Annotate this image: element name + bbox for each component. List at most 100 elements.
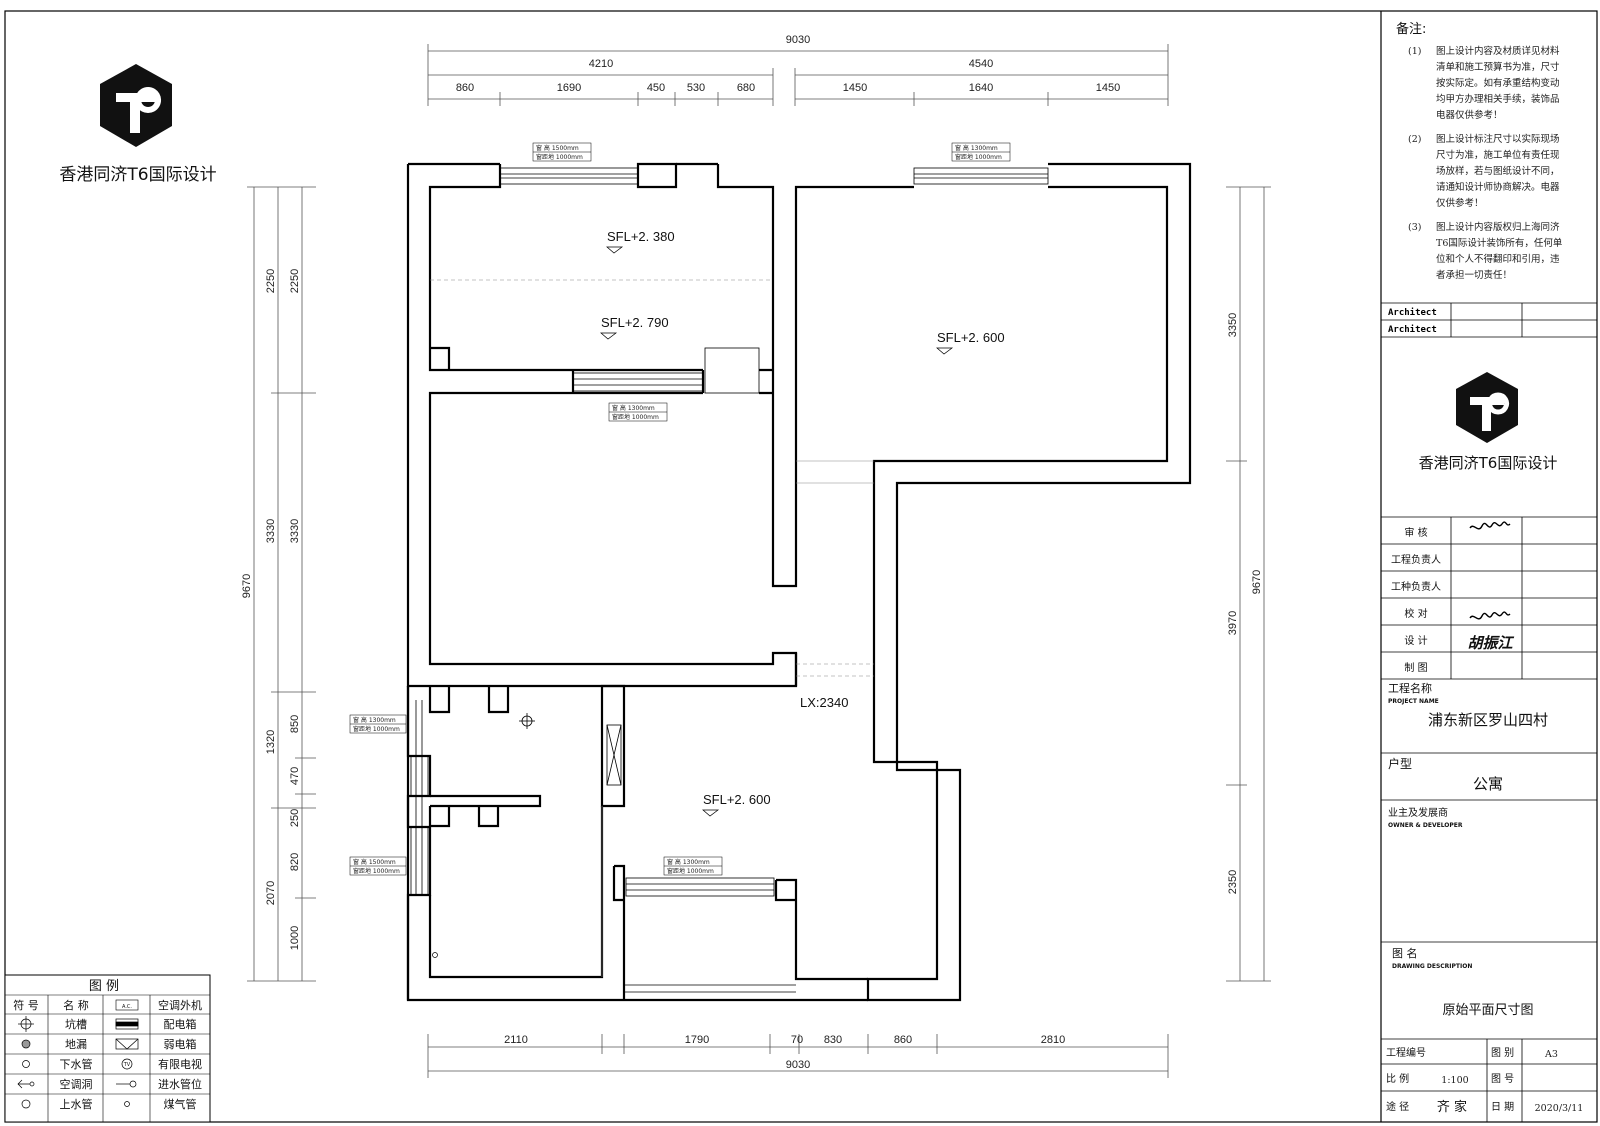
- notes-title: 备注:: [1396, 21, 1426, 37]
- water-inlet-icon: [116, 1080, 137, 1088]
- svg-text:T6国际设计装饰所有，任何单: T6国际设计装饰所有，任何单: [1436, 237, 1563, 249]
- window-tag: 窗 高 1300mm 窗距地 1000mm: [951, 142, 1011, 162]
- brand-logo-icon: [100, 64, 172, 147]
- signature-reviewer-icon: [1469, 521, 1511, 530]
- dim-left-a: 1320: [265, 730, 277, 754]
- dim-right-seg: 2350: [1227, 870, 1239, 894]
- dim-left-b: 820: [289, 853, 301, 871]
- drawing-label: 图 名: [1392, 946, 1418, 960]
- project-label-en: PROJECT NAME: [1388, 698, 1439, 705]
- distribution-box-icon: [115, 1018, 139, 1030]
- window-tag: 窗 高 1300mm 窗距地 1000mm: [663, 856, 723, 876]
- pit-icon: [18, 1016, 34, 1032]
- legend-item-name: 煤气管: [164, 1097, 197, 1111]
- svg-text:位和个人不得翻印和引用，违: 位和个人不得翻印和引用，违: [1436, 253, 1560, 265]
- note-item: (3) 图上设计内容版权归上海同济 T6国际设计装饰所有，任何单 位和个人不得翻…: [1408, 221, 1563, 281]
- legend-ac-label: 空调外机: [158, 998, 202, 1012]
- ac-hole-icon: [17, 1079, 35, 1089]
- svg-text:图上设计内容及材质详见材料: 图上设计内容及材质详见材料: [1436, 45, 1560, 57]
- svg-text:均甲方办理相关手续，装饰品: 均甲方办理相关手续，装饰品: [1436, 93, 1560, 105]
- architect-label: Architect: [1388, 307, 1437, 318]
- architect-label: Architect: [1388, 324, 1437, 335]
- dim-left-b: 3330: [289, 519, 301, 543]
- svg-text:窗 高 1500mm: 窗 高 1500mm: [353, 858, 396, 866]
- dim-bottom-seg: 830: [824, 1034, 842, 1046]
- dim-top-seg: 1450: [1096, 82, 1120, 94]
- legend-table: [4, 974, 211, 1123]
- left-dimension-lines: [247, 186, 316, 982]
- path-label: 途 径: [1386, 1100, 1409, 1113]
- gas-pipe-icon: [124, 1101, 130, 1107]
- window-tag: 窗 高 1500mm 窗距地 1000mm: [532, 142, 592, 162]
- level-label: SFL+2. 790: [601, 315, 669, 330]
- svg-text:窗 高 1500mm: 窗 高 1500mm: [536, 144, 579, 152]
- svg-text:按实际定。如有承重结构变动: 按实际定。如有承重结构变动: [1436, 77, 1560, 89]
- dim-left-b: 2250: [289, 269, 301, 293]
- type-label: 户型: [1388, 756, 1412, 771]
- svg-text:窗 高 1300mm: 窗 高 1300mm: [667, 858, 710, 866]
- dim-top-seg: 1690: [557, 82, 581, 94]
- window-tag: 窗 高 1300mm 窗距地 1000mm: [608, 402, 668, 422]
- role-label: 工程负责人: [1391, 553, 1441, 566]
- floor-drain-legend-icon: [21, 1039, 31, 1049]
- dim-top-right: 4540: [969, 58, 993, 70]
- brand-name: 香港同济T6国际设计: [59, 165, 216, 185]
- svg-text:窗距地 1000mm: 窗距地 1000mm: [612, 413, 659, 421]
- svg-text:窗距地 1000mm: 窗距地 1000mm: [353, 725, 400, 733]
- legend-item-name: 上水管: [60, 1097, 93, 1111]
- legend-item-name: 空调洞: [60, 1077, 93, 1091]
- dim-left-a: 2070: [265, 881, 277, 905]
- dim-bottom-seg: 2810: [1041, 1034, 1065, 1046]
- dim-left-b: 1000: [289, 926, 301, 950]
- tv-symbol-text: TV: [123, 1062, 131, 1068]
- dim-left-b: 470: [289, 767, 301, 785]
- svg-text:电器仅供参考！: 电器仅供参考！: [1436, 109, 1503, 121]
- project-no-label: 工程编号: [1386, 1046, 1426, 1059]
- floor-drain-icon: [519, 713, 535, 729]
- dim-top-seg: 680: [737, 82, 755, 94]
- path-value: 齐 家: [1437, 1099, 1467, 1115]
- window-tag: 窗 高 1300mm 窗距地 1000mm: [349, 714, 407, 734]
- dim-left-total: 9670: [241, 574, 253, 598]
- project-label: 工程名称: [1388, 681, 1432, 695]
- drain-pipe-icon: [22, 1060, 30, 1068]
- legend-col-symbol: 符 号: [13, 999, 39, 1012]
- svg-text:窗距地 1000mm: 窗距地 1000mm: [536, 153, 583, 161]
- dim-top-seg: 530: [687, 82, 705, 94]
- dim-bottom-total: 9030: [786, 1059, 810, 1071]
- water-pipe-icon: [432, 952, 438, 958]
- plan-windows: [410, 167, 1049, 993]
- dim-right-seg: 3970: [1227, 611, 1239, 635]
- window-tag: 窗 高 1500mm 窗距地 1000mm: [349, 856, 407, 876]
- role-label: 校 对: [1404, 607, 1427, 620]
- note-item: (1) 图上设计内容及材质详见材料 清单和施工预算书为准，尺寸 按实际定。如有承…: [1408, 45, 1560, 121]
- legend-item-name: 进水管位: [158, 1077, 202, 1091]
- svg-text:图上设计标注尺寸以实际现场: 图上设计标注尺寸以实际现场: [1436, 133, 1560, 145]
- project-name: 浦东新区罗山四村: [1428, 711, 1548, 729]
- dim-bottom-seg: 70: [791, 1034, 803, 1046]
- svg-text:场放样，若与图纸设计不同，: 场放样，若与图纸设计不同，: [1436, 165, 1560, 177]
- signature-checker-icon: [1469, 611, 1511, 620]
- scale-label: 比 例: [1386, 1072, 1409, 1085]
- dim-right-seg: 3350: [1227, 313, 1239, 337]
- dim-left-a: 3330: [265, 519, 277, 543]
- date-value: 2020/3/11: [1535, 1103, 1584, 1114]
- plan-thin-lines: [430, 279, 874, 977]
- owner-label: 业主及发展商: [1388, 806, 1448, 819]
- legend-item-name: 下水管: [60, 1057, 93, 1071]
- ac-unit-icon: A.C.: [122, 1004, 132, 1010]
- dim-left-b: 850: [289, 715, 301, 733]
- legend-item-name: 有限电视: [158, 1057, 202, 1071]
- type-value: 公寓: [1473, 775, 1503, 793]
- beam-height-label: LX:2340: [800, 695, 848, 710]
- svg-text:窗距地 1000mm: 窗距地 1000mm: [353, 867, 400, 875]
- scale-value: 1:100: [1441, 1075, 1468, 1086]
- note-item: (2) 图上设计标注尺寸以实际现场 尺寸为准，施工单位有责任现 场放样，若与图纸…: [1408, 133, 1560, 209]
- role-label: 制 图: [1404, 661, 1427, 674]
- svg-text:窗距地 1000mm: 窗距地 1000mm: [955, 153, 1002, 161]
- svg-text:尺寸为准，施工单位有责任现: 尺寸为准，施工单位有责任现: [1436, 149, 1560, 161]
- weak-current-box-icon: [115, 1038, 139, 1050]
- owner-label-en: OWNER & DEVELOPER: [1388, 822, 1463, 829]
- category-label: 图 别: [1491, 1047, 1514, 1059]
- svg-text:窗距地 1000mm: 窗距地 1000mm: [667, 867, 714, 875]
